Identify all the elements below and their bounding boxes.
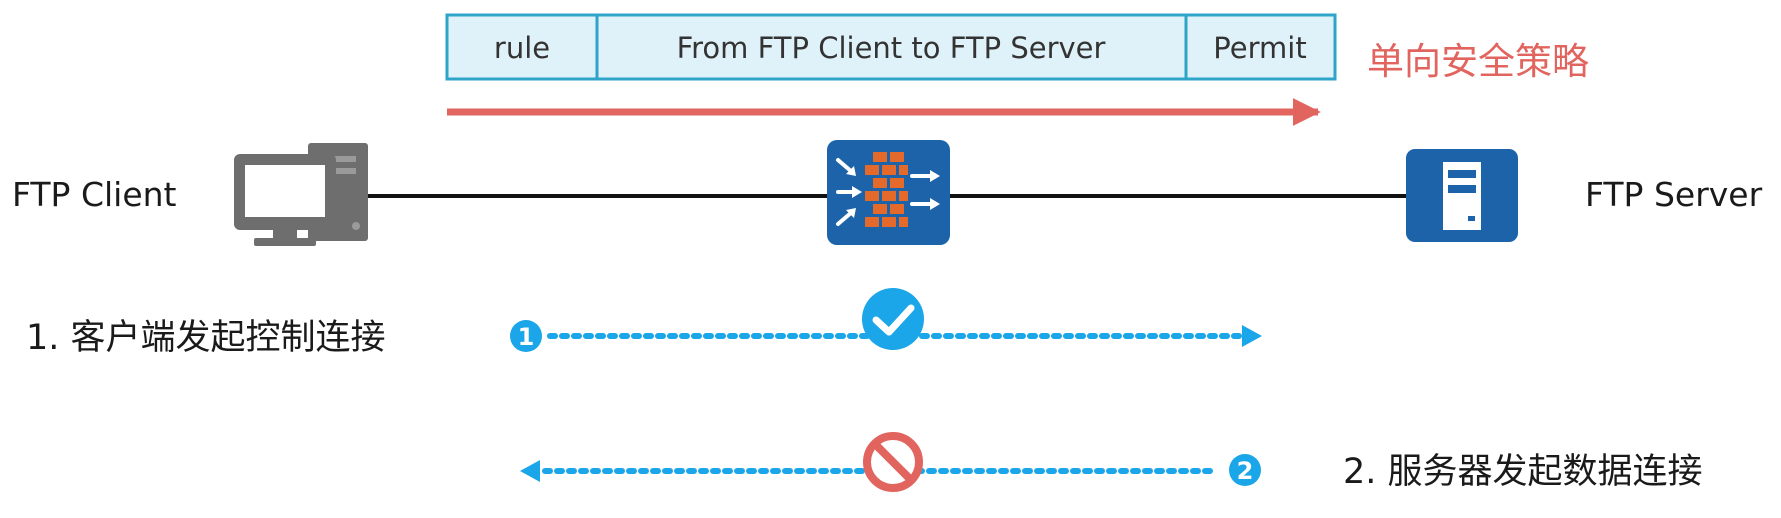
client-label: FTP Client [12,175,177,214]
rule-table-cell-rule: rule [494,31,550,65]
step-2-label: 2. 服务器发起数据连接 [1343,452,1703,492]
step-1-number: 1 [518,323,535,351]
rule-table-cell-match: From FTP Client to FTP Server [677,31,1106,65]
prohibited-icon [863,432,923,492]
server-label: FTP Server [1585,175,1763,214]
rule-table-cell-action: Permit [1213,31,1306,65]
desktop-computer-icon [234,143,368,246]
step-2-badge: 2 [1229,454,1261,486]
policy-label: 单向安全策略 [1367,40,1589,83]
step-2-number: 2 [1237,457,1254,485]
step-1-arrowhead [1242,325,1262,347]
check-icon [862,288,924,350]
server-icon [1406,149,1518,242]
firewall-icon [827,140,950,245]
step-1-label: 1. 客户端发起控制连接 [26,318,386,358]
step-2-arrowhead [520,460,540,482]
step-1-badge: 1 [510,320,542,352]
rule-table: rule From FTP Client to FTP Server Permi… [445,13,1337,81]
